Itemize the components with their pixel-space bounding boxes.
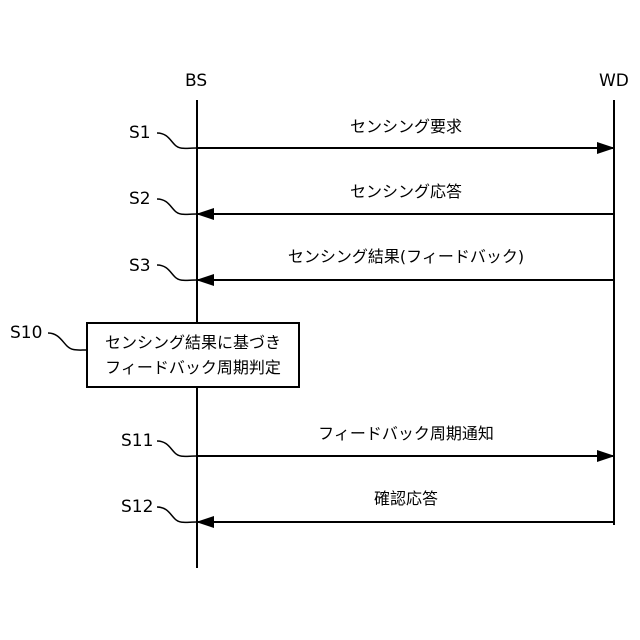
wd-label: WD <box>599 71 629 91</box>
step-label-s11: S11 <box>121 431 153 451</box>
s2-message-label: センシング応答 <box>350 182 462 202</box>
step-label-s12: S12 <box>121 497 153 517</box>
s10-leader <box>48 333 86 350</box>
s1-message-label: センシング要求 <box>350 117 462 137</box>
bs-label: BS <box>185 71 207 91</box>
s1-leader <box>157 133 197 148</box>
step-label-s10: S10 <box>10 323 42 343</box>
s10-note-line-2: フィードバック周期判定 <box>105 355 281 380</box>
s12-leader <box>157 507 197 522</box>
step-label-s3: S3 <box>129 256 151 276</box>
s11-message-label: フィードバック周期通知 <box>318 424 494 444</box>
s2-leader <box>157 199 197 214</box>
s3-leader <box>157 265 197 280</box>
step-label-s2: S2 <box>129 189 151 209</box>
step-label-s1: S1 <box>129 123 151 143</box>
s10-process-box: センシング結果に基づき フィードバック周期判定 <box>86 322 300 388</box>
s3-message-label: センシング結果(フィードバック) <box>288 247 524 267</box>
s10-note-line-1: センシング結果に基づき <box>105 330 281 355</box>
s11-leader <box>157 441 197 456</box>
s12-message-label: 確認応答 <box>374 489 438 509</box>
